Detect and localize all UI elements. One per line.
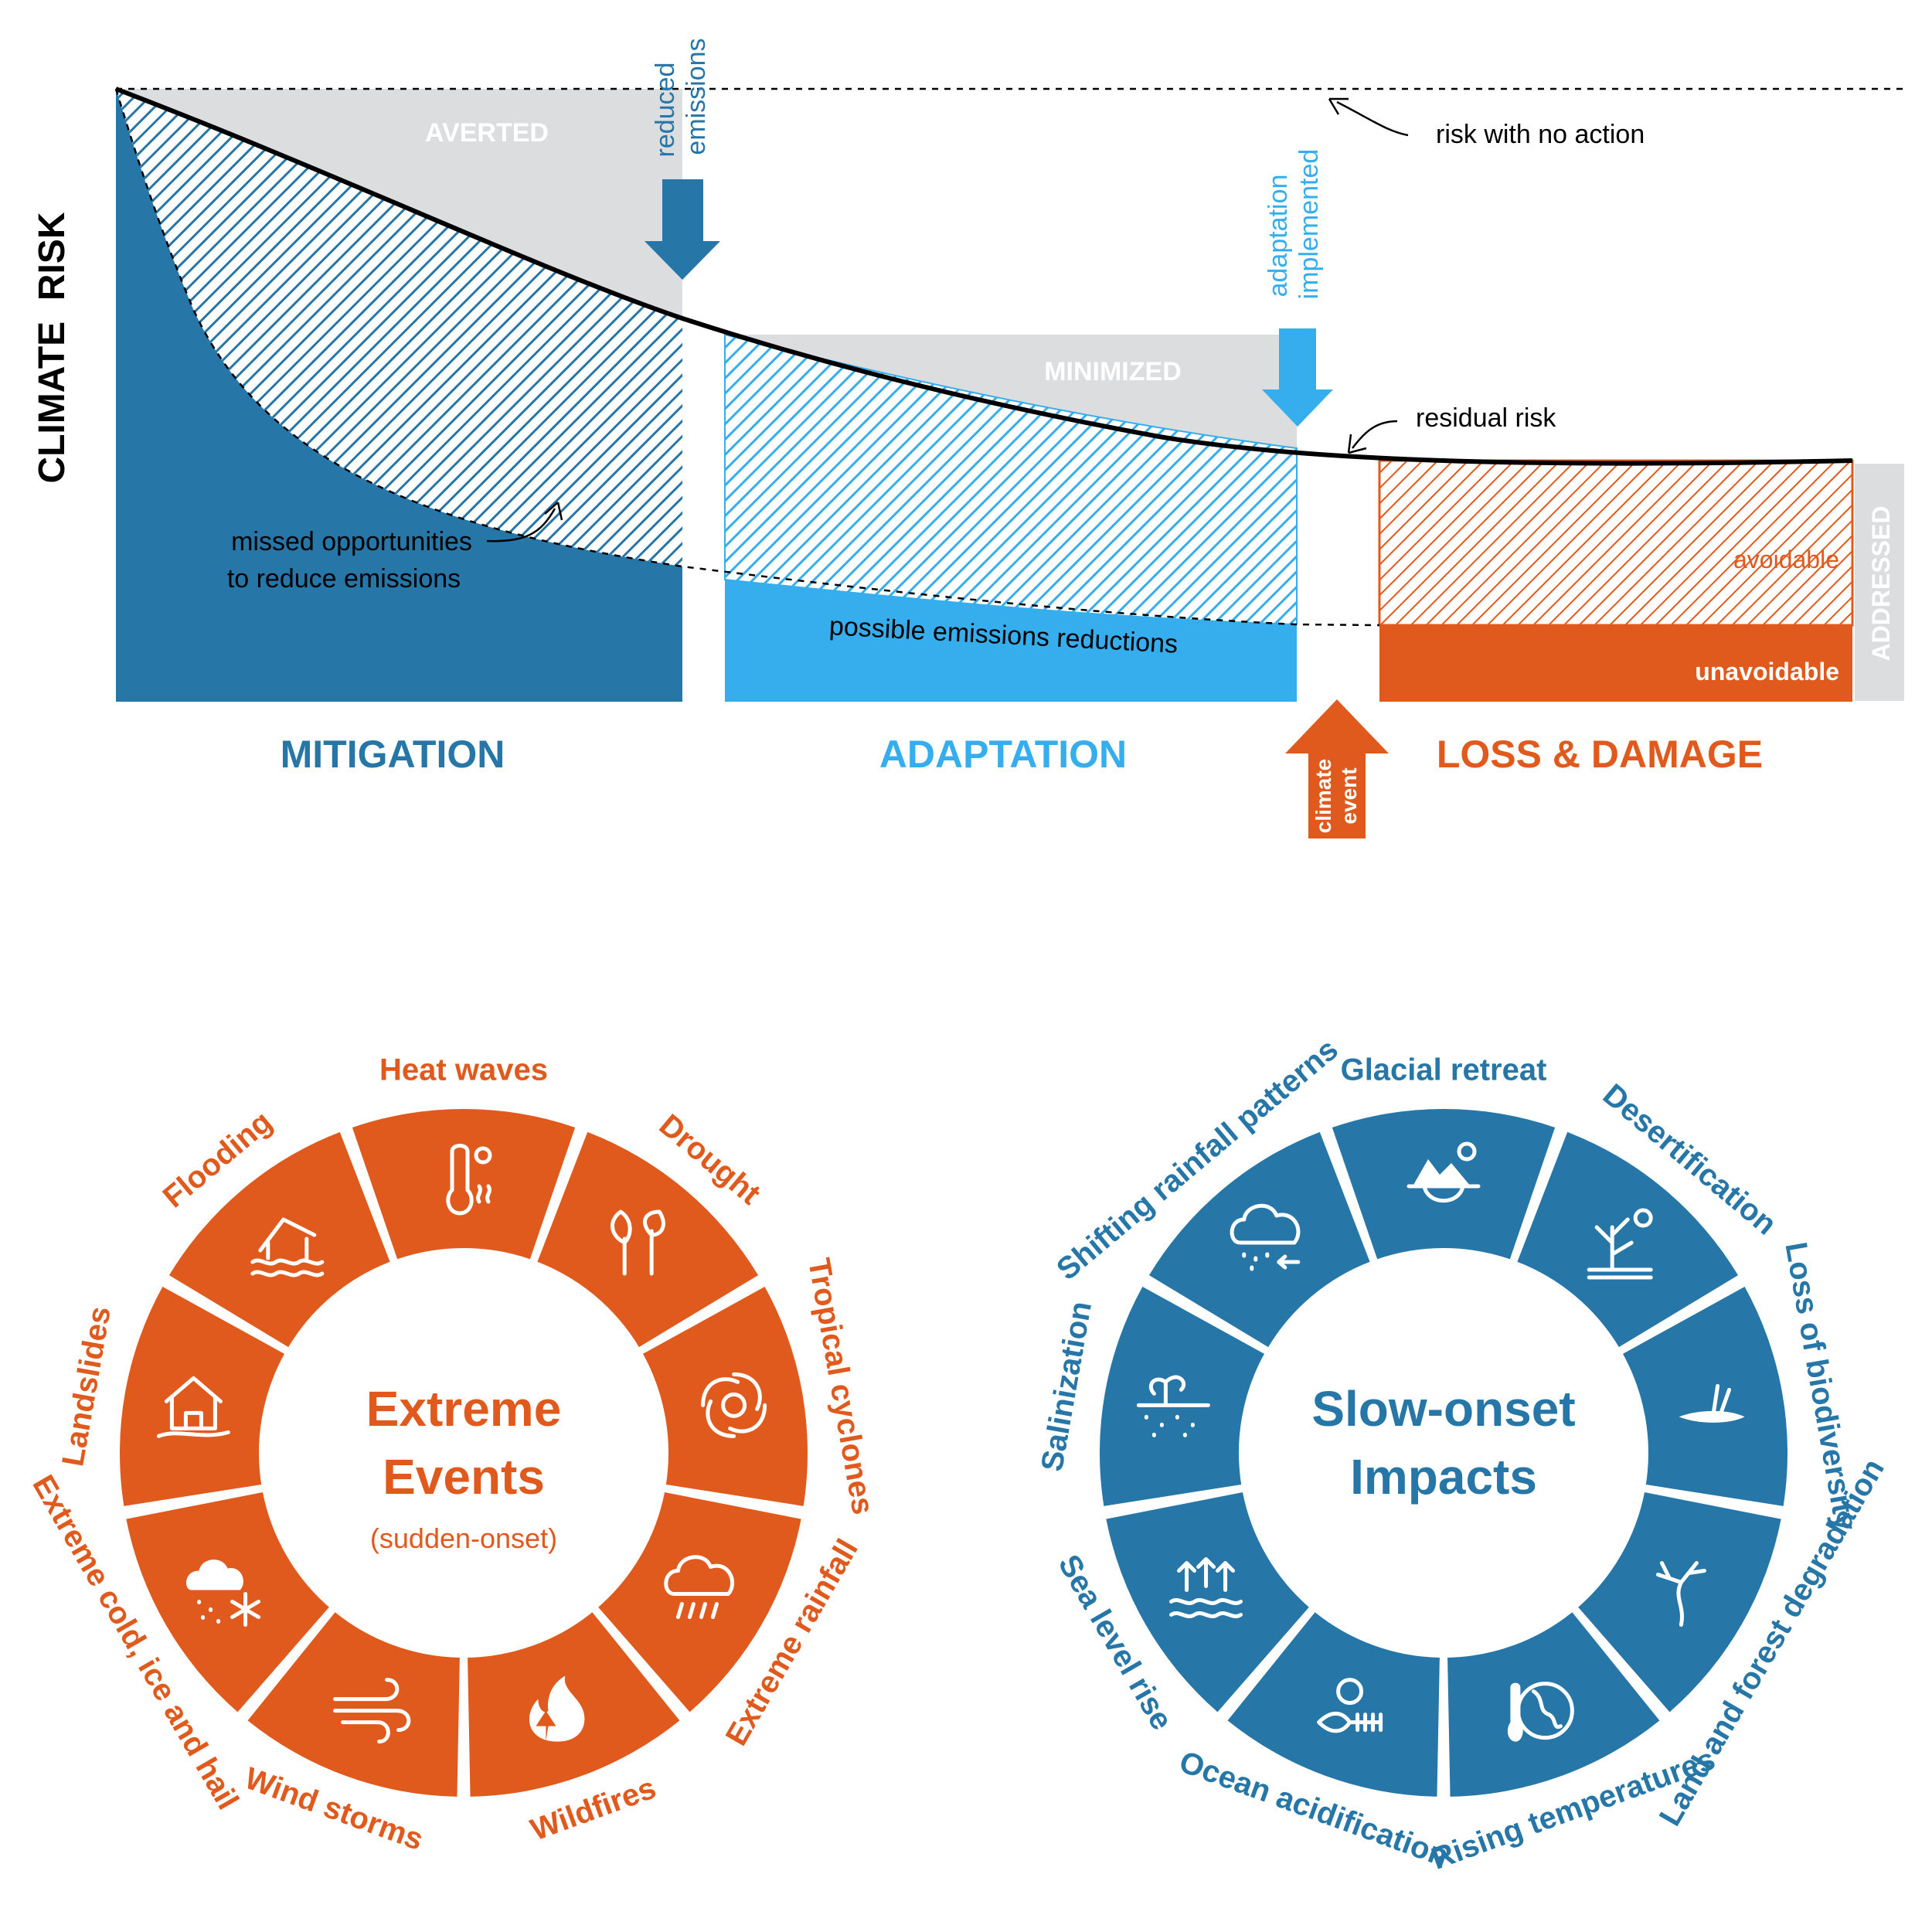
missed-opportunity-line (114, 88, 1380, 627)
rain-cloud-arrow-icon (1230, 1203, 1301, 1271)
adaptation-implemented-arrow (1262, 328, 1333, 427)
reduced-emissions-line2: emissions (682, 38, 711, 155)
unavoidable-label: unavoidable (1695, 658, 1839, 685)
wheel-segment (247, 1612, 460, 1797)
minimized-zone (725, 335, 1297, 448)
salty-sprout-icon (1136, 1375, 1210, 1437)
mitigation-heading: MITIGATION (281, 733, 505, 776)
missed-opportunities-line1: missed opportunities (231, 527, 472, 556)
adaptation-solid-area (725, 580, 1297, 702)
adaptation-implemented-line2: implemented (1294, 149, 1324, 300)
drought-icon (611, 1209, 665, 1276)
landslide-house-icon (156, 1376, 230, 1438)
risk-diagram: CLIMATE RISK AVERTED MINIMIZED ADDRESSED… (32, 38, 1909, 838)
wheel-segment (126, 1492, 329, 1713)
mitigation-hatched-area (116, 89, 682, 566)
slow-onset-title-line1: Slow-onset (1311, 1381, 1575, 1437)
loss-avoidable-area (1378, 459, 1854, 627)
rising-waves-icon (1169, 1557, 1243, 1618)
dead-tree-sun-icon (1587, 1208, 1653, 1280)
wheel-segment (168, 1131, 390, 1348)
climate-event-line1: climate (1311, 759, 1335, 834)
cyclone-icon (701, 1372, 767, 1438)
wheel-segment-label: Glacial retreat (1341, 1053, 1547, 1087)
bare-tree-icon (1655, 1561, 1706, 1627)
wheel-segment (1622, 1286, 1787, 1506)
wind-icon (333, 1678, 411, 1744)
mitigation-solid-area (116, 89, 682, 702)
wheel-segment (1447, 1612, 1660, 1797)
extreme-events-subtitle: (sudden-onset) (370, 1522, 557, 1554)
wheel-segment-label: Heat waves (379, 1053, 548, 1087)
residual-risk-curve (114, 87, 1853, 466)
addressed-bar (1855, 464, 1904, 701)
residual-risk-label: residual risk (1416, 403, 1556, 433)
minimized-label: MINIMIZED (1044, 357, 1182, 386)
avoidable-label: avoidable (1733, 546, 1839, 573)
thermometer-sun-icon (446, 1144, 492, 1216)
climate-event-line2: event (1337, 767, 1361, 824)
wheel-segment (352, 1109, 576, 1260)
snow-cloud-icon (185, 1560, 261, 1627)
reduced-emissions-arrow (645, 179, 720, 280)
loss-unavoidable-area (1379, 625, 1852, 702)
globe-thermometer-icon (1507, 1682, 1574, 1742)
wheel-segment (1227, 1612, 1440, 1797)
wheel-segment (1100, 1286, 1265, 1506)
residual-risk-pointer (1347, 420, 1398, 454)
addressed-label: ADDRESSED (1867, 506, 1895, 662)
slow-onset-title-line2: Impacts (1350, 1449, 1537, 1505)
averted-label: AVERTED (425, 118, 549, 148)
wheel-segment (120, 1286, 285, 1506)
adaptation-implemented-line1: adaptation (1264, 175, 1293, 298)
wheel-segment-label: Landslides (56, 1304, 117, 1468)
iceberg-sun-icon (1406, 1141, 1481, 1203)
reduced-emissions-line1: reduced (651, 63, 680, 158)
missed-opportunities-pointer (486, 502, 563, 543)
extreme-events-title-line2: Events (383, 1449, 545, 1505)
wildfire-icon (529, 1675, 585, 1742)
flooded-house-icon (250, 1217, 325, 1277)
extreme-events-title-line1: Extreme (366, 1381, 562, 1437)
y-axis-label: CLIMATE RISK (32, 212, 73, 483)
wheel-segment (1517, 1131, 1739, 1348)
risk-no-action-label: risk with no action (1436, 120, 1645, 149)
fish-bones-co2-icon (1317, 1678, 1383, 1733)
wheel-segment-label: Salinization (1035, 1299, 1098, 1475)
loss-damage-heading: LOSS & DAMAGE (1437, 733, 1763, 776)
adaptation-heading: ADAPTATION (879, 733, 1127, 776)
no-action-pointer (1328, 97, 1409, 137)
wheel-segment (1148, 1131, 1370, 1348)
climate-event-arrow (1285, 699, 1389, 838)
wheel-segment (598, 1492, 801, 1713)
wheel-segment-label: Tropical cyclones (801, 1256, 880, 1517)
dead-bird-icon (1679, 1383, 1745, 1423)
missed-opportunities-line2: to reduce emissions (227, 564, 461, 594)
rain-cloud-icon (664, 1555, 734, 1619)
wheel-segment (537, 1131, 759, 1348)
